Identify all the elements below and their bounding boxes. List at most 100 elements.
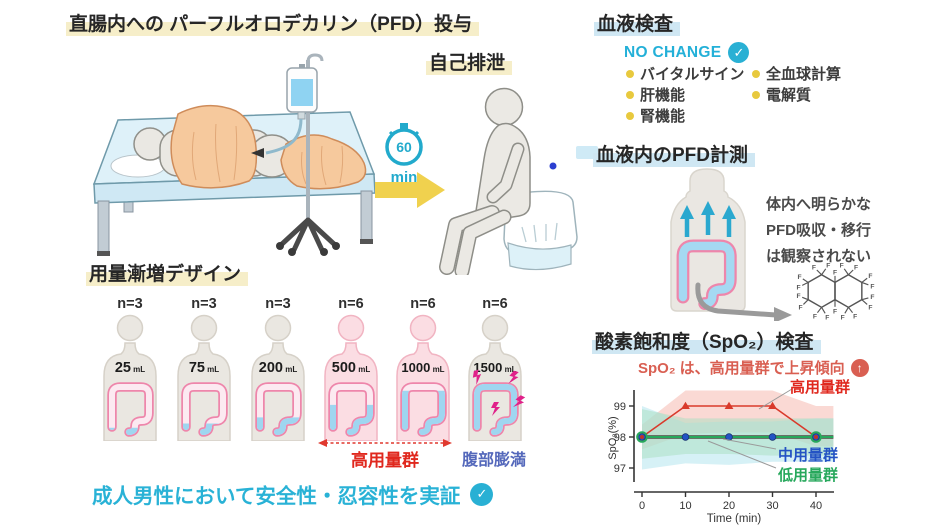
- iv-bag-fluid: [291, 79, 313, 106]
- blood-test-list-left: バイタルサイン 肝機能 腎機能: [626, 63, 744, 126]
- dose-group: n=3 75 mL: [171, 296, 237, 446]
- series-label-high: 高用量群: [790, 379, 851, 396]
- figure-torso: [251, 342, 305, 442]
- bullet-icon: [626, 111, 634, 120]
- bullet-icon: [626, 69, 634, 78]
- dose-unit: mL: [430, 365, 444, 374]
- fluorine-label: F: [813, 313, 817, 320]
- figure-torso: [396, 342, 450, 442]
- bed-scene-illustration: [92, 53, 376, 256]
- list-item: 腎機能: [626, 105, 744, 126]
- no-change-text: NO CHANGE: [624, 43, 722, 61]
- person-arm: [488, 144, 523, 202]
- dose-design-title: 用量漸増デザイン: [86, 258, 249, 289]
- low-dose-marker: [810, 431, 822, 443]
- person-torso: [474, 122, 531, 223]
- distension-bolt-icon: [472, 369, 482, 386]
- fluorine-label: F: [833, 309, 837, 316]
- blood-test-title: 血液検査: [594, 8, 681, 39]
- y-tick-label: 98: [614, 432, 626, 444]
- colon-illustration: [400, 382, 447, 437]
- figure-head: [264, 314, 292, 342]
- distension-bolt-icon: [508, 370, 519, 384]
- spo2-title: 酸素飽和度（SpO₂）検査: [592, 326, 821, 357]
- bond-line: [861, 281, 869, 286]
- colon-illustration: [107, 382, 154, 437]
- administration-title: 直腸内への パーフルオロデカリン（PFD）投与: [66, 8, 480, 39]
- note-line: PFD吸収・移行: [766, 222, 872, 239]
- up-arrowhead: [701, 201, 715, 215]
- note-line: 体内へ明らかな: [766, 196, 872, 213]
- pfd-note: 体内へ明らかな PFD吸収・移行 は観察されない: [766, 192, 871, 270]
- no-change-row: NO CHANGE ✓: [624, 42, 750, 63]
- bond-line: [803, 299, 809, 305]
- bullet-icon: [752, 69, 760, 78]
- list-item: 電解質: [752, 84, 841, 105]
- fluorine-label: F: [825, 314, 829, 321]
- colon-illustration: [181, 382, 228, 437]
- bed-foot: [97, 251, 110, 256]
- overlap-marker: [640, 435, 644, 439]
- absorption-arrows: [684, 213, 732, 237]
- colon-outline: [255, 382, 302, 437]
- yellow-arrow: [375, 172, 445, 208]
- annotation-text: SpO₂ は、高用量群で上昇傾向: [638, 360, 845, 377]
- mid-dose-marker: [768, 433, 777, 441]
- up-arrowhead: [722, 205, 736, 219]
- exit-arrowhead: [774, 307, 792, 321]
- pfd-measurement-title: 血液内のPFD計測: [593, 139, 756, 170]
- item-label: バイタルサイン: [640, 66, 745, 83]
- figure-torso: [177, 342, 231, 442]
- group-n-label: n=3: [191, 296, 217, 312]
- dose-value: 75 mL: [189, 360, 219, 376]
- excretion-title: 自己排泄: [426, 47, 513, 78]
- overlap-marker: [814, 435, 818, 439]
- bond-line: [821, 307, 826, 314]
- up-trend-icon: ↑: [850, 358, 869, 377]
- list-item: 全血球計算: [752, 63, 841, 84]
- figure-head: [481, 314, 509, 342]
- figure-torso: [468, 342, 522, 442]
- fluorine-label: F: [841, 314, 845, 321]
- dose-value: 200 mL: [259, 360, 298, 376]
- colon-outline: [472, 382, 519, 437]
- colon-empty: [474, 384, 517, 435]
- dose-unit: mL: [356, 365, 370, 374]
- caster-wheel: [288, 248, 296, 256]
- dose-value: 1500 mL: [473, 360, 516, 375]
- fluorine-label: F: [870, 294, 874, 301]
- bond-line: [816, 306, 823, 314]
- fluorine-label: F: [870, 284, 874, 291]
- iv-bag-port: [297, 111, 306, 120]
- bed-leg: [360, 190, 373, 242]
- person-leg: [440, 206, 499, 274]
- figure-head: [116, 314, 144, 342]
- dose-unit: mL: [131, 365, 145, 374]
- blanket-folds: [301, 145, 344, 186]
- colon-outline: [107, 382, 154, 437]
- dose-body-figure: 75 mL: [177, 314, 231, 442]
- colon-illustration: [328, 382, 375, 437]
- drape-pleats: [521, 222, 558, 243]
- bond-line: [848, 269, 854, 276]
- iv-pole-hook: [306, 53, 324, 63]
- y-tick-label: 99: [614, 401, 626, 413]
- group-n-label: n=3: [117, 296, 143, 312]
- distension-bolt-icon: [512, 395, 526, 408]
- bond-line: [802, 278, 809, 283]
- high-dose-marker: [681, 401, 690, 409]
- dose-body-figure: 500 mL: [324, 314, 378, 442]
- caster-wheel: [276, 242, 284, 250]
- conclusion-text: 成人男性において安全性・忍容性を実証: [92, 485, 461, 508]
- mid-dose-marker: [681, 433, 690, 441]
- colon-illustration: [676, 239, 737, 310]
- y-tick-label: 97: [614, 463, 626, 475]
- item-label: 腎機能: [640, 108, 686, 125]
- blanket-torso: [170, 105, 258, 189]
- fluorine-label: F: [812, 264, 816, 271]
- bed-leg: [97, 200, 110, 254]
- confidence-band: [642, 409, 834, 459]
